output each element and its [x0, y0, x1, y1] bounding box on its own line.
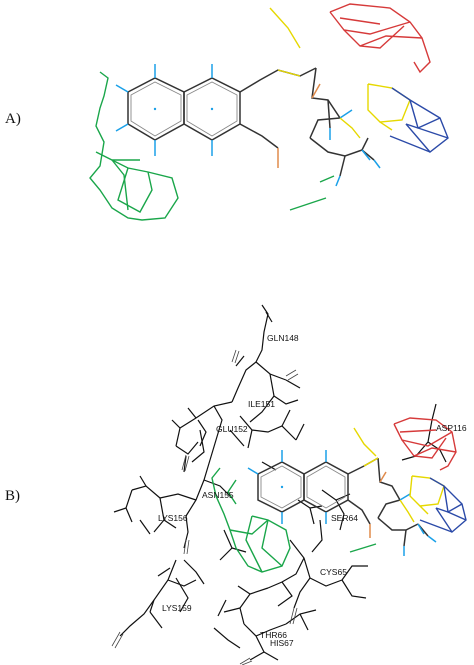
residue-label-ile151: ILE151: [248, 399, 275, 409]
heteroatoms-a: [115, 64, 381, 187]
panel-b-label: B): [5, 488, 20, 504]
residue-label-gln148: GLN148: [267, 333, 299, 343]
residue-labels: GLN148 ILE151 GLU152 ASP116 ASN155 LYS15…: [158, 333, 467, 648]
residue-label-his67: HIS67: [270, 638, 294, 648]
blue-fragment-b: [419, 477, 467, 534]
residue-label-glu152: GLU152: [216, 424, 248, 434]
residue-label-ser64: SER64: [331, 513, 358, 523]
ligand-a: [127, 67, 375, 177]
residue-label-asp116: ASP116: [436, 423, 467, 433]
oxygen-stubs-b: [369, 471, 387, 538]
red-fragment-a: [329, 3, 431, 74]
double-bonds-b: [111, 349, 299, 665]
panel-b: B): [5, 304, 467, 665]
misc-lines-a: [289, 175, 335, 211]
protein-residues-b: [113, 304, 447, 661]
green-fragment-a: [89, 71, 179, 221]
residue-label-thr66: THR66: [260, 630, 287, 640]
blue-fragment-a: [389, 87, 449, 153]
heteroatoms-b: [247, 450, 437, 556]
residue-label-lys156: LYS156: [158, 513, 188, 523]
residue-label-asn155: ASN155: [202, 490, 234, 500]
red-fragment-b: [393, 417, 457, 471]
yellow-fragment-a: [269, 7, 411, 139]
oxygen-stubs-a: [277, 83, 321, 168]
ligand-b: [257, 457, 429, 547]
panel-a-label: A): [5, 111, 21, 127]
residue-label-lys159: LYS159: [162, 603, 192, 613]
panel-a: A): [5, 3, 449, 221]
yellow-fragment-b: [353, 427, 445, 523]
residue-label-cys65: CYS65: [320, 567, 347, 577]
green-fragment-b: [211, 467, 377, 573]
